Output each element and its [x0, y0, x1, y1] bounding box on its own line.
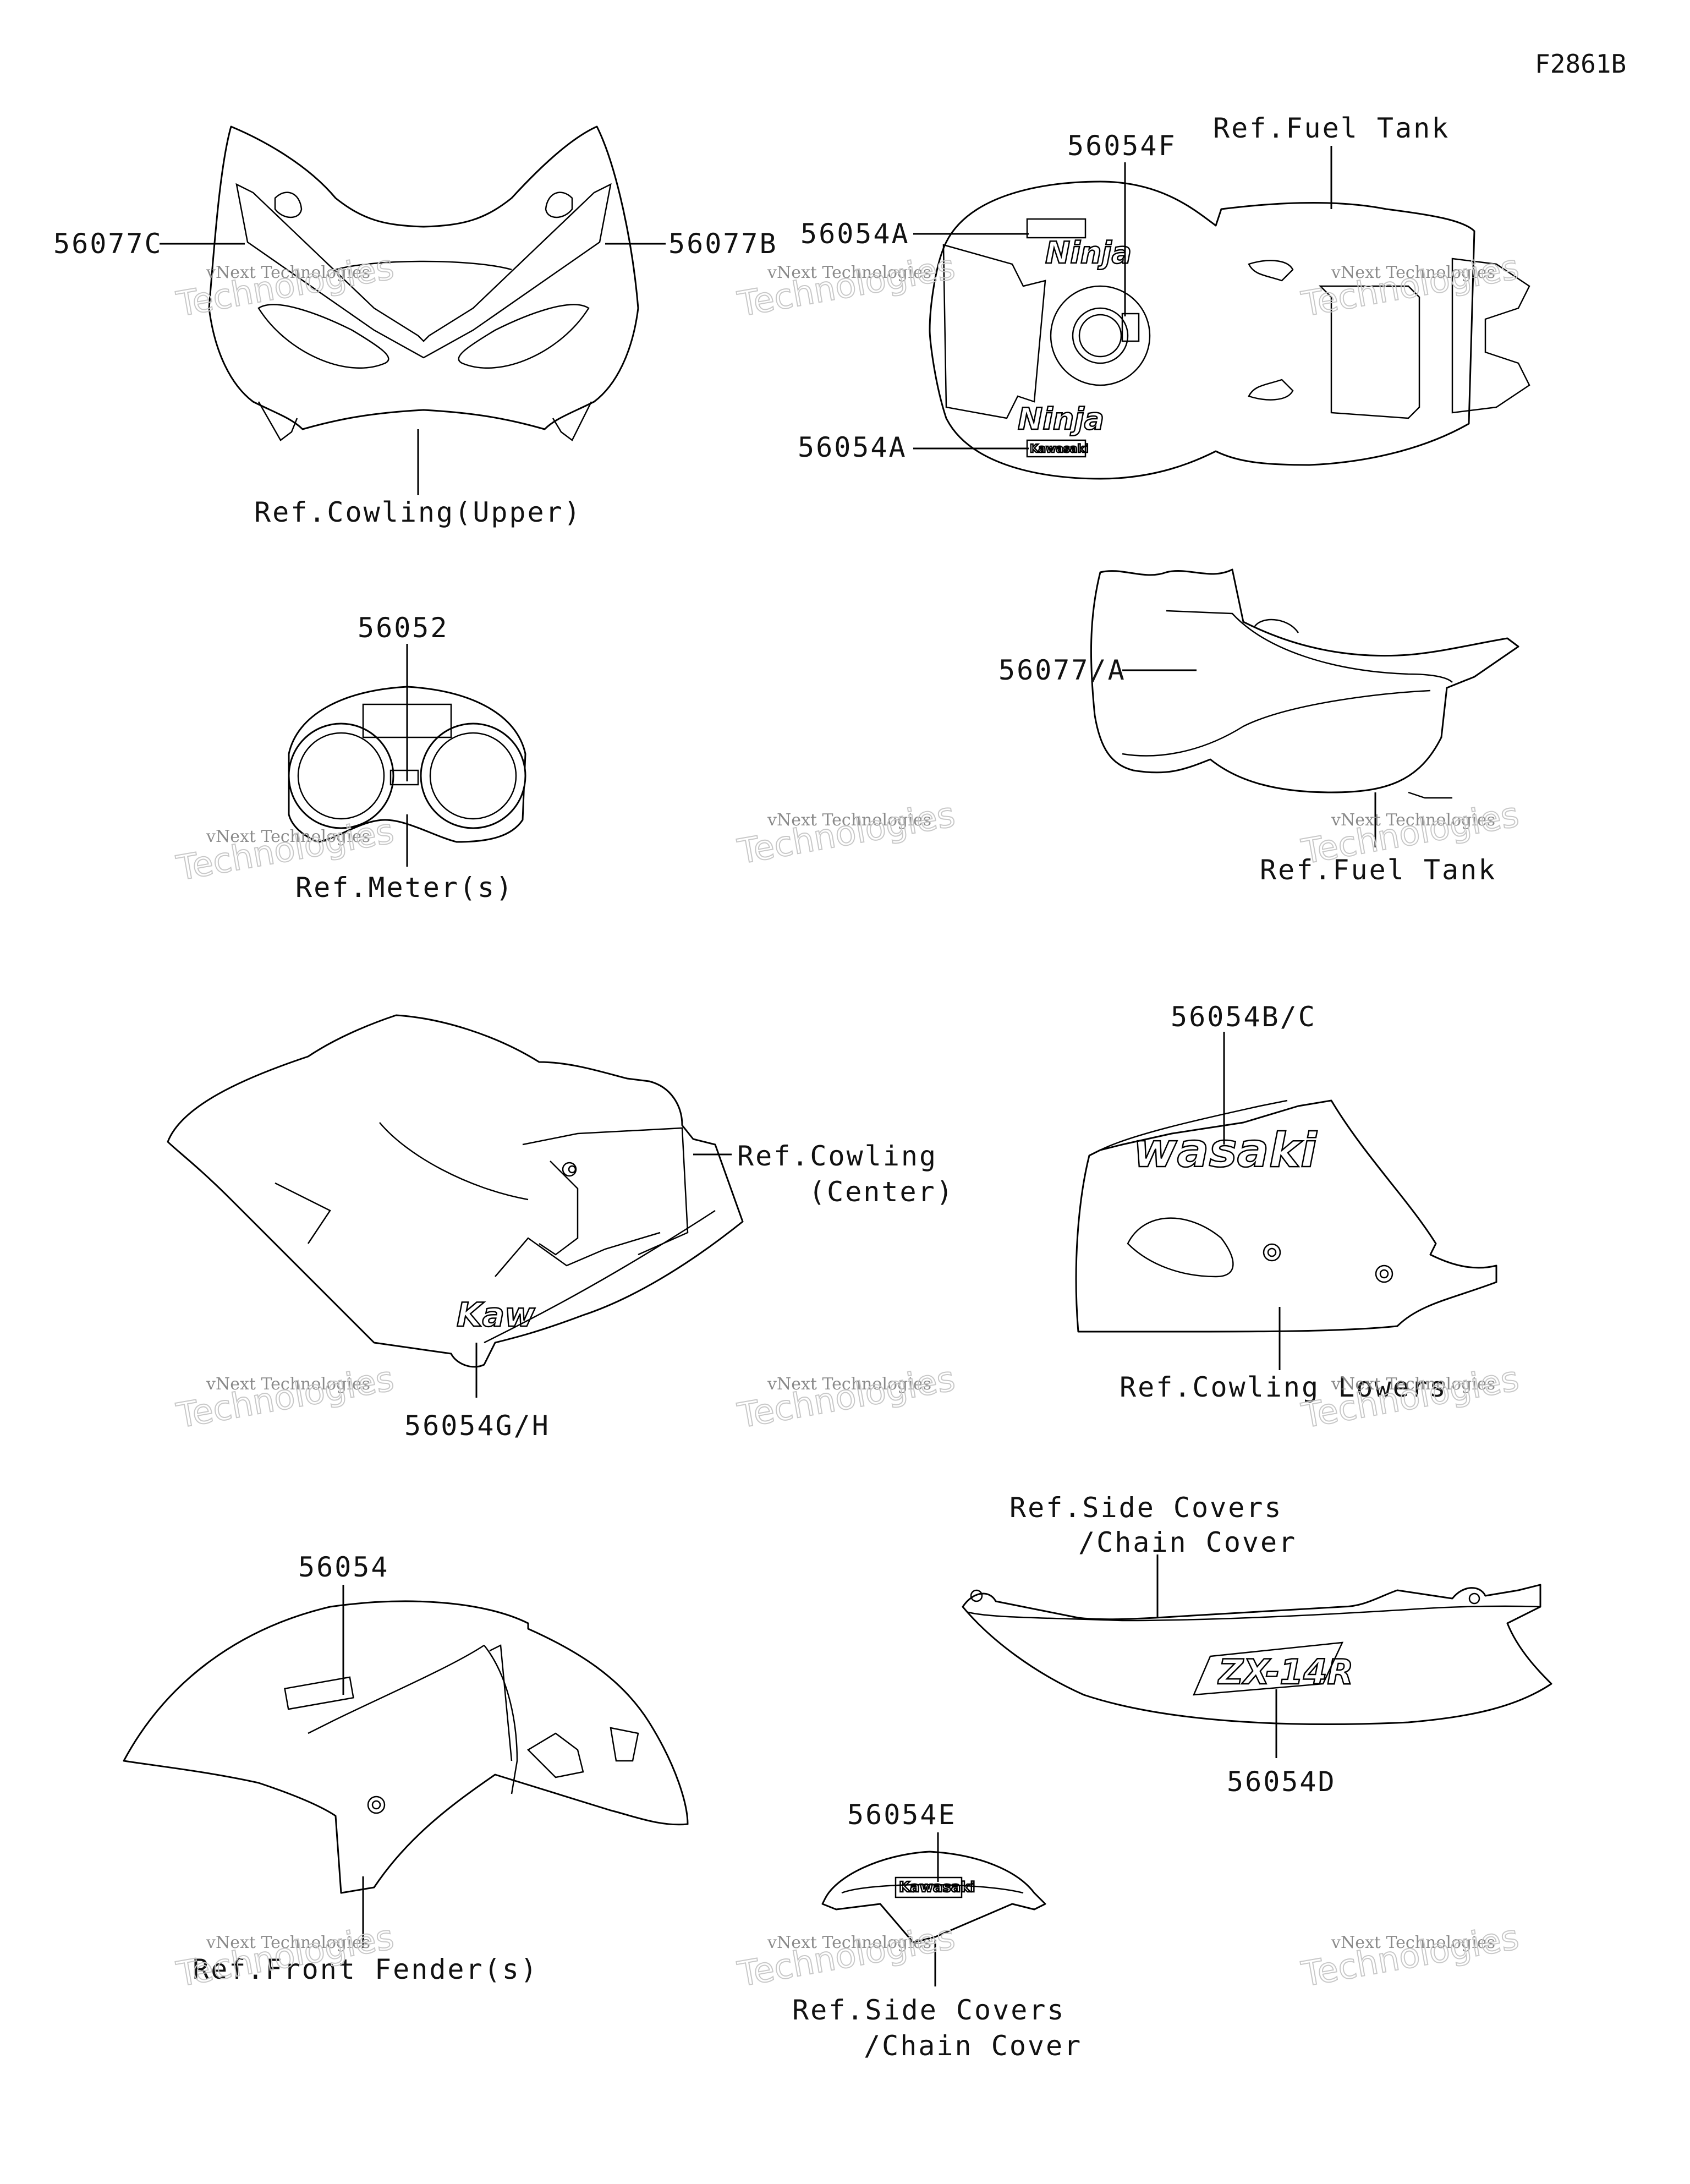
ninja-decal-top: Ninja — [1045, 236, 1132, 270]
figure-code: F2861B — [1535, 49, 1626, 79]
svg-text:vNext Technologies: vNext Technologies — [1331, 1933, 1495, 1952]
zx14r-decal: ZX-14R — [1217, 1652, 1353, 1692]
callout-56077A: 56077/A — [998, 654, 1126, 686]
kawasaki-decal-tank: Kawasaki — [1030, 442, 1089, 455]
callout-56054F: 56054F — [1067, 130, 1177, 162]
front-fender — [123, 1600, 689, 1894]
kawasaki-decal-lower: wasaki — [1133, 1123, 1318, 1178]
callout-ref-side-covers-top-2: /Chain Cover — [1078, 1526, 1297, 1558]
svg-text:vNext Technologies: vNext Technologies — [206, 1933, 370, 1952]
fuel-tank-top: Ninja Ninja Kawasaki — [929, 180, 1530, 480]
svg-text:vNext Technologies: vNext Technologies — [1331, 263, 1495, 282]
svg-text:Technologies: Technologies — [173, 1358, 397, 1436]
callout-ref-cowling-lowers: Ref.Cowling Lowers — [1120, 1371, 1447, 1403]
lower-cowling: wasaki — [1075, 1099, 1497, 1333]
callout-ref-side-covers-bottom-1: Ref.Side Covers — [792, 1994, 1066, 2026]
callout-56054GH: 56054G/H — [404, 1410, 550, 1442]
svg-text:vNext Technologies: vNext Technologies — [1331, 1375, 1495, 1394]
kawasaki-decal-side-cover: Kawasaki — [899, 1879, 975, 1896]
upper-cowling — [208, 125, 639, 441]
callout-56054BC: 56054B/C — [1171, 1001, 1316, 1033]
callout-56054A-bottom: 56054A — [798, 431, 907, 463]
callout-ref-side-covers-top-1: Ref.Side Covers — [1009, 1492, 1283, 1524]
callout-ref-cowling-upper: Ref.Cowling(Upper) — [254, 496, 582, 528]
callout-ref-meters: Ref.Meter(s) — [295, 872, 514, 904]
side-covers-right: ZX-14R — [962, 1584, 1552, 1725]
svg-text:vNext Technologies: vNext Technologies — [206, 1375, 370, 1394]
svg-text:Technologies: Technologies — [734, 1917, 958, 1994]
callout-56052: 56052 — [358, 612, 449, 644]
center-cowling: Kaw — [167, 1014, 744, 1368]
ninja-decal-bottom: Ninja — [1018, 402, 1104, 436]
callout-ref-front-fender: Ref.Front Fender(s) — [193, 1953, 539, 1985]
callout-56054A-top: 56054A — [800, 218, 910, 250]
callout-56054: 56054 — [298, 1551, 389, 1583]
svg-text:vNext Technologies: vNext Technologies — [767, 1933, 931, 1952]
callout-ref-fuel-tank-side: Ref.Fuel Tank — [1260, 854, 1496, 886]
side-cover-bottom: Kawasaki — [821, 1851, 1046, 1944]
svg-text:Technologies: Technologies — [1298, 1917, 1522, 1994]
callout-56054D: 56054D — [1227, 1766, 1336, 1798]
svg-text:vNext Technologies: vNext Technologies — [767, 263, 931, 282]
svg-text:vNext Technologies: vNext Technologies — [206, 263, 370, 282]
callout-56077B: 56077B — [668, 228, 778, 260]
callout-ref-side-covers-bottom-2: /Chain Cover — [864, 2030, 1082, 2062]
callout-56077C: 56077C — [53, 228, 163, 260]
callout-ref-cowling-center-1: Ref.Cowling — [737, 1140, 937, 1172]
fuel-tank-side — [1090, 568, 1519, 799]
svg-text:vNext Technologies: vNext Technologies — [767, 1375, 931, 1394]
kawasaki-decal-center: Kaw — [457, 1296, 535, 1334]
svg-text:Technologies: Technologies — [1298, 1358, 1522, 1436]
svg-text:Technologies: Technologies — [734, 794, 958, 872]
callout-ref-fuel-tank-top: Ref.Fuel Tank — [1213, 112, 1450, 144]
callout-ref-cowling-center-2: (Center) — [809, 1176, 954, 1208]
svg-text:vNext Technologies: vNext Technologies — [206, 827, 370, 846]
svg-text:Technologies: Technologies — [734, 1358, 958, 1436]
callout-56054E: 56054E — [847, 1799, 957, 1831]
svg-text:vNext Technologies: vNext Technologies — [767, 811, 931, 830]
svg-text:vNext Technologies: vNext Technologies — [1331, 811, 1495, 830]
